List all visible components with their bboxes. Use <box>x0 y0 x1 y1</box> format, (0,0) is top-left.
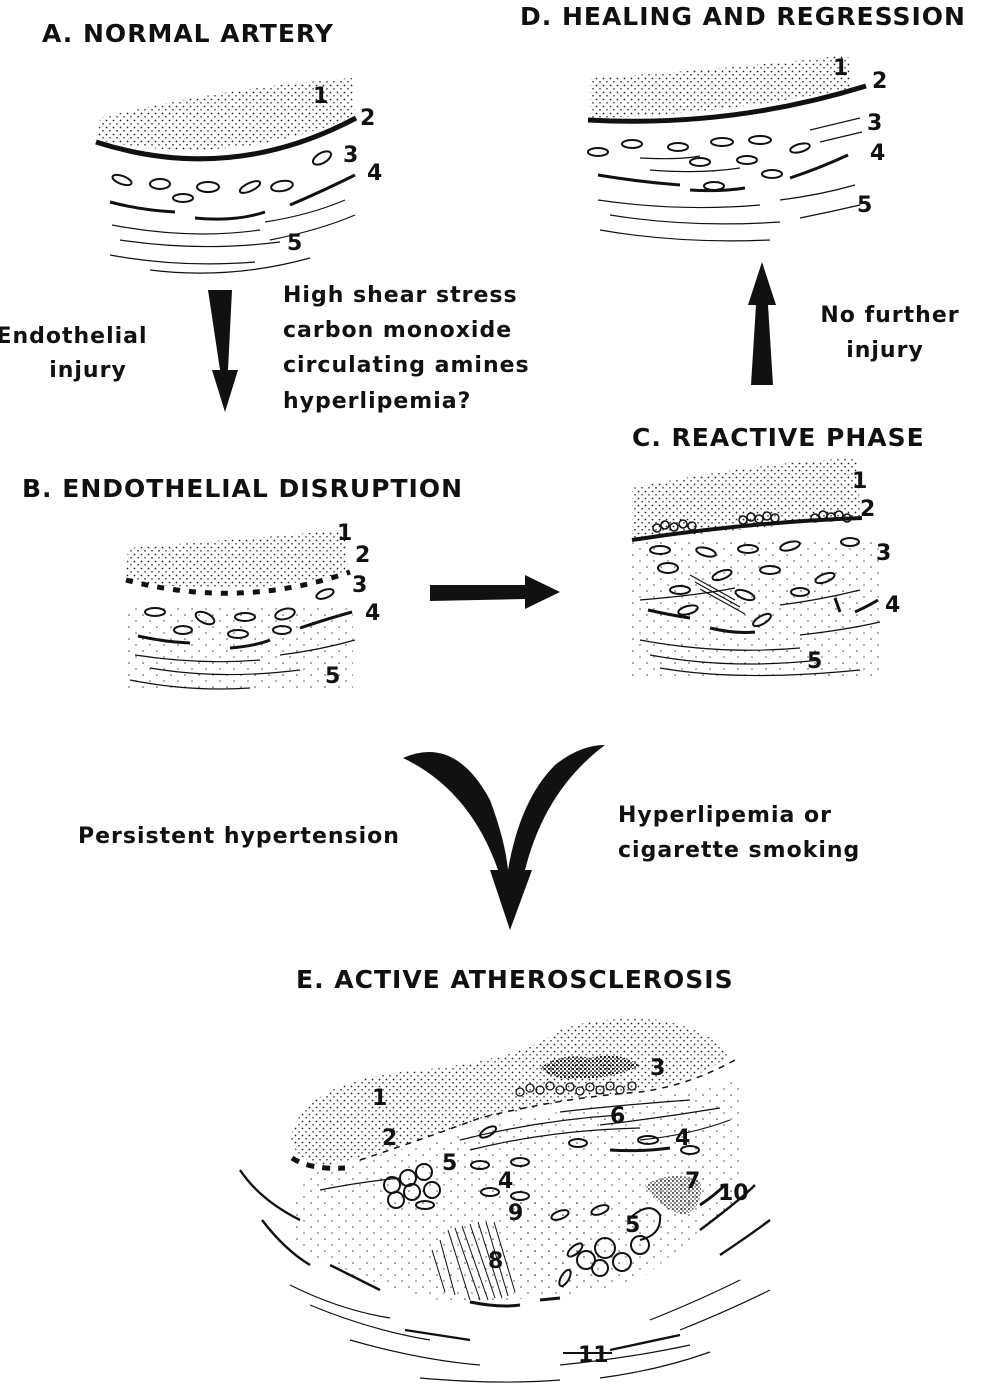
lumen-stipple <box>590 55 852 118</box>
arrow-a-right-line-1: High shear stress <box>283 283 518 308</box>
media-stipple <box>128 605 353 690</box>
label-9: 9 <box>508 1201 523 1226</box>
arrow-to-e: Persistent hypertension Hyperlipemia or … <box>78 745 860 930</box>
label-3: 3 <box>876 541 891 566</box>
adventitia-fibers <box>598 185 860 241</box>
lumen-stipple <box>126 530 348 588</box>
label-4: 4 <box>365 601 380 626</box>
smooth-muscle-cells <box>588 136 811 190</box>
right-arrow-icon <box>430 575 560 609</box>
panel-e-title: E. ACTIVE ATHEROSCLEROSIS <box>296 965 734 994</box>
label-6: 6 <box>610 1104 625 1129</box>
label-5: 5 <box>325 664 340 689</box>
label-5: 5 <box>442 1151 457 1176</box>
label-3: 3 <box>650 1056 665 1081</box>
label-10: 10 <box>718 1181 749 1206</box>
arrow-c-to-d: No further injury <box>748 262 960 385</box>
label-3: 3 <box>343 143 358 168</box>
label-1: 1 <box>852 469 867 494</box>
necrotic-debris <box>520 1195 590 1285</box>
label-1: 1 <box>337 521 352 546</box>
label-5: 5 <box>625 1213 640 1238</box>
arrow-c-line-2: injury <box>846 338 924 363</box>
label-1: 1 <box>372 1086 387 1111</box>
label-5: 5 <box>287 231 302 256</box>
label-8: 8 <box>488 1249 503 1274</box>
label-2: 2 <box>355 543 370 568</box>
arrow-c-line-1: No further <box>820 303 959 328</box>
label-4: 4 <box>498 1169 513 1194</box>
panel-b-endothelial-disruption: B. ENDOTHELIAL DISRUPTION 1 2 3 4 <box>22 474 463 690</box>
arrow-a-right-line-2: carbon monoxide <box>283 318 512 343</box>
label-4: 4 <box>885 593 900 618</box>
label-7: 7 <box>685 1169 700 1194</box>
label-2: 2 <box>872 69 887 94</box>
arrow-a-right-line-4: hyperlipemia? <box>283 389 471 414</box>
label-2: 2 <box>382 1126 397 1151</box>
label-3: 3 <box>867 111 882 136</box>
label-3: 3 <box>352 573 367 598</box>
label-5: 5 <box>857 193 872 218</box>
panel-a-normal-artery: A. NORMAL ARTERY 1 2 3 4 5 <box>42 19 382 273</box>
label-2: 2 <box>860 497 875 522</box>
label-1: 1 <box>833 56 848 81</box>
arrow-a-to-b: Endothelial injury High shear stress car… <box>0 283 530 414</box>
panel-a-title: A. NORMAL ARTERY <box>42 19 334 48</box>
arrow-e-left-line-1: Persistent hypertension <box>78 824 400 849</box>
arrow-a-left-line-1: Endothelial <box>0 324 148 349</box>
panel-b-title: B. ENDOTHELIAL DISRUPTION <box>22 474 463 503</box>
arrow-a-right-line-3: circulating amines <box>283 353 530 378</box>
label-4: 4 <box>675 1126 690 1151</box>
panel-d-healing-and-regression: D. HEALING AND REGRESSION <box>520 2 966 241</box>
panel-d-title: D. HEALING AND REGRESSION <box>520 2 966 31</box>
arrow-e-right-line-1: Hyperlipemia or <box>618 803 832 828</box>
label-2: 2 <box>360 106 375 131</box>
arrow-a-left-line-2: injury <box>49 358 127 383</box>
internal-elastic-lamina <box>110 175 355 219</box>
media-stipple <box>632 540 882 680</box>
panel-c-title: C. REACTIVE PHASE <box>632 423 925 452</box>
panel-c-reactive-phase: C. REACTIVE PHASE <box>632 423 925 680</box>
label-1: 1 <box>313 84 328 109</box>
label-5: 5 <box>807 649 822 674</box>
label-4: 4 <box>870 141 885 166</box>
label-4: 4 <box>367 161 382 186</box>
up-arrow-icon <box>748 262 776 385</box>
label-11: 11 <box>578 1343 609 1368</box>
down-arrow-icon <box>208 290 238 412</box>
adventitia-fibers <box>110 200 355 273</box>
merging-arrow-icon <box>403 745 605 930</box>
panel-e-active-atherosclerosis: E. ACTIVE ATHEROSCLEROSIS <box>240 965 770 1382</box>
arrow-e-right-line-2: cigarette smoking <box>618 838 860 863</box>
